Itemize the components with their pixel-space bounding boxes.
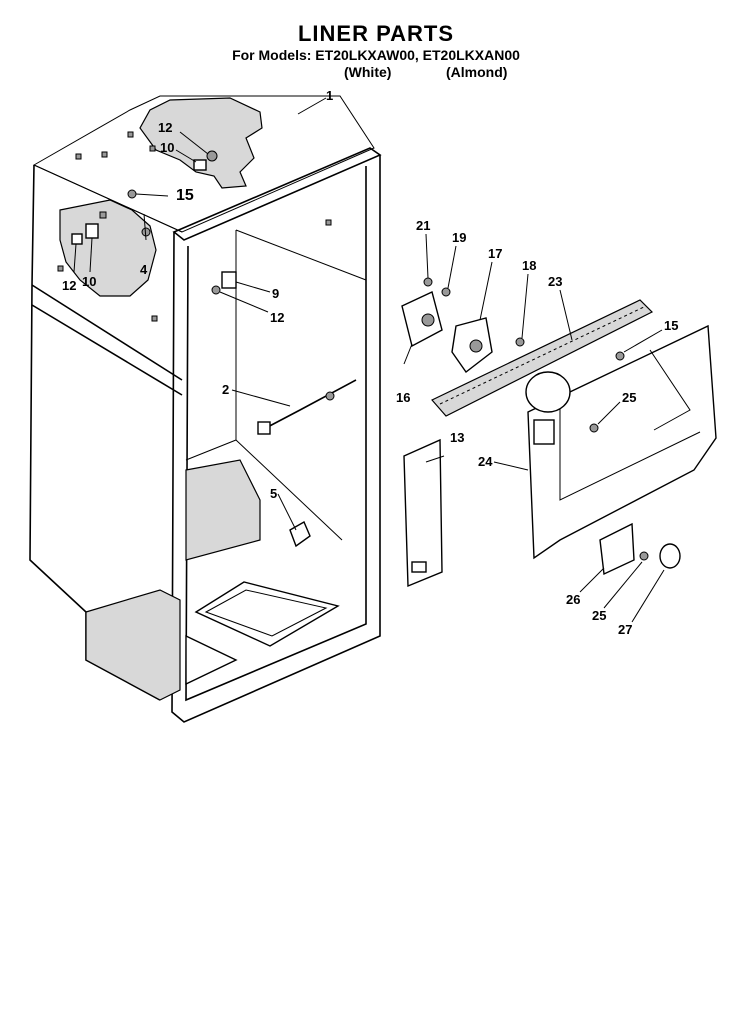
diagram-header: LINER PARTS For Models: ET20LKXAW00, ET2… [0,22,752,82]
callout-21: 21 [416,218,430,233]
callout-5: 5 [270,486,277,501]
callout-2: 2 [222,382,229,397]
callout-15-right: 15 [664,318,678,333]
part-24-panel-recess [559,400,701,501]
callout-18: 18 [522,258,536,273]
liner-small-parts [71,150,357,548]
liner-front-frame-outer [171,155,381,723]
liner-cabinet [29,95,382,723]
liner-divider-bottom [31,304,183,396]
part-19-grommet [441,287,451,297]
mounting-hole [325,219,332,226]
model-numbers: For Models: ET20LKXAW00, ET20LKXAN00 [232,47,520,63]
liner-divider-top [31,284,183,381]
callout-10-left: 10 [82,274,96,289]
color-variants: (White) (Almond) [0,64,752,82]
mounting-hole [151,315,158,322]
callout-24: 24 [478,454,493,469]
interior-bottom-tray [194,581,340,647]
part-9-bracket [221,271,237,289]
interior-bottom-tray-inner [204,589,328,637]
part-12-screw [211,285,221,295]
part-18-screw [515,337,525,347]
callout-labels: 1 2 4 5 9 10 10 12 12 12 13 15 15 16 17 … [62,88,678,637]
mounting-hole [99,211,107,219]
interior-floor-back [235,439,343,541]
part-24-panel-window [533,419,555,445]
part-25-screw [589,423,599,433]
callout-12-mid: 12 [270,310,284,325]
part-27-knob [659,543,681,569]
callout-4: 4 [140,262,148,277]
callout-23: 23 [548,274,562,289]
callout-27: 27 [618,622,632,637]
mounting-hole [57,265,64,272]
callout-13: 13 [450,430,464,445]
part-17-fan-hub [469,339,483,353]
part-5-socket [289,521,311,548]
part-2-connector [257,421,271,435]
callout-16: 16 [396,390,410,405]
part-24-panel [527,324,717,560]
part-13-duct-cover [403,438,443,588]
callout-1: 1 [326,88,333,103]
callout-26: 26 [566,592,580,607]
mounting-hole [101,151,108,158]
callout-25-lower: 25 [592,608,606,623]
lower-left-tray [185,634,238,686]
part-15-screw [127,189,137,199]
part-23-fan-opening [525,371,571,413]
part-25-screw-lower [639,551,649,561]
mounting-hole [75,153,82,160]
part-10-clip-left [85,223,99,239]
part-24-panel-fold [649,349,691,431]
liner-side-cutaway [59,199,157,297]
liner-top-front-edge [33,164,183,233]
part-13-tab [411,561,427,573]
mounting-hole [149,145,156,152]
callout-25-upper: 25 [622,390,636,405]
part-26-plate [599,522,635,576]
interior-hump [185,459,261,561]
callout-12-left: 12 [62,278,76,293]
part-21-screw [423,277,433,287]
part-12-clip-left [71,233,83,245]
liner-top-cutaway [139,97,263,189]
interior-floor-left [185,439,237,461]
callout-19: 19 [452,230,466,245]
part-12-screw-top [206,150,218,162]
part-2-clip [325,391,335,401]
part-16-motor-shaft [421,313,435,327]
color-almond-label: (Almond) [446,64,508,80]
callout-17: 17 [488,246,502,261]
callout-9: 9 [272,286,279,301]
callout-15-left: 15 [176,187,194,204]
page-title: LINER PARTS [297,21,455,46]
leader-lines [73,97,665,623]
part-2-harness [261,379,357,431]
part-10-clip-top [193,159,207,171]
mounting-hole [127,131,134,138]
liner-base-shadow [85,589,181,701]
callout-12-top: 12 [158,120,172,135]
callout-10-top: 10 [160,140,174,155]
interior-back-top [235,229,367,281]
evaporator-cover-assembly [401,277,717,588]
part-23-grille-slots [439,305,647,405]
color-white-label: (White) [344,64,392,80]
part-15-screw-right [615,351,625,361]
